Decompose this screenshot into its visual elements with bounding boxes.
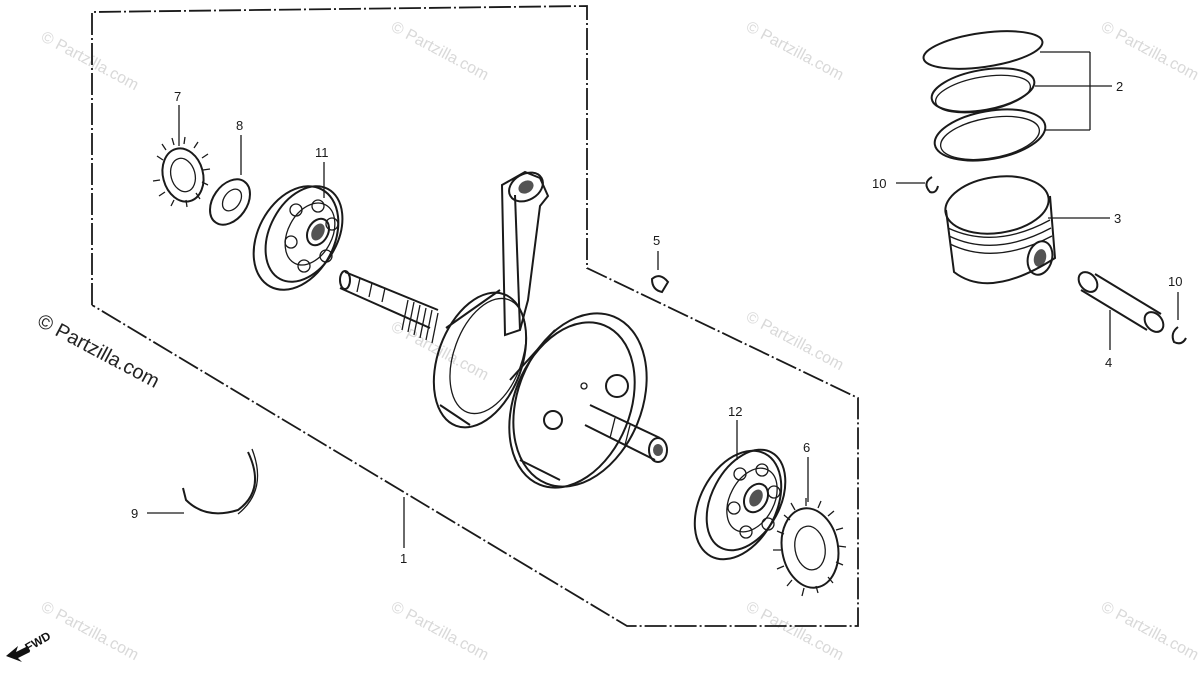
- watermark: © Partzilla.com: [743, 19, 846, 85]
- watermark: © Partzilla.com: [1098, 599, 1200, 665]
- leader-lines: [147, 51, 1179, 548]
- callout-4: 4: [1105, 355, 1112, 370]
- credit-text: © Partzilla.com: [34, 310, 163, 393]
- watermark: © Partzilla.com: [1098, 19, 1200, 85]
- callouts: 1 2 3 4 5 6 7 8 9 10 10 11 12: [131, 79, 1182, 566]
- crankshaft-assembly: [339, 170, 668, 489]
- callout-5: 5: [653, 233, 660, 248]
- watermark: © Partzilla.com: [38, 599, 141, 665]
- circlip-inner: [237, 448, 259, 515]
- pin-clip-left: [925, 176, 939, 194]
- watermark: © Partzilla.com: [388, 319, 491, 385]
- circlip: [182, 451, 256, 515]
- callout-7: 7: [174, 89, 181, 104]
- watermark: © Partzilla.com: [38, 29, 141, 95]
- callout-3: 3: [1114, 211, 1121, 226]
- pin-clip-right: [1171, 326, 1187, 345]
- sprocket-large: [773, 498, 847, 597]
- callout-8: 8: [236, 118, 243, 133]
- bearing-left: [252, 185, 344, 291]
- watermark-layer: © Partzilla.com © Partzilla.com © Partzi…: [38, 19, 1200, 665]
- callout-12: 12: [728, 404, 742, 419]
- callout-1: 1: [400, 551, 407, 566]
- callout-9: 9: [131, 506, 138, 521]
- assembly-outline: [91, 5, 859, 627]
- fwd-label: FWD: [23, 629, 54, 655]
- washer: [209, 178, 251, 226]
- woodruff-key: [650, 275, 670, 294]
- piston-pin: [1077, 271, 1165, 333]
- watermark: © Partzilla.com: [743, 599, 846, 665]
- bearing-right: [693, 448, 787, 561]
- callout-10-left: 10: [872, 176, 886, 191]
- piston-rings: [922, 30, 1047, 162]
- watermark: © Partzilla.com: [388, 19, 491, 85]
- forward-arrow: FWD: [6, 629, 53, 662]
- watermark: © Partzilla.com: [743, 309, 846, 375]
- callout-2: 2: [1116, 79, 1123, 94]
- callout-11: 11: [315, 145, 329, 160]
- piston: [944, 175, 1057, 285]
- arrow-left-icon: [6, 646, 30, 662]
- watermark: © Partzilla.com: [388, 599, 491, 665]
- callout-10-right: 10: [1168, 274, 1182, 289]
- callout-6: 6: [803, 440, 810, 455]
- sprocket-small: [152, 136, 211, 208]
